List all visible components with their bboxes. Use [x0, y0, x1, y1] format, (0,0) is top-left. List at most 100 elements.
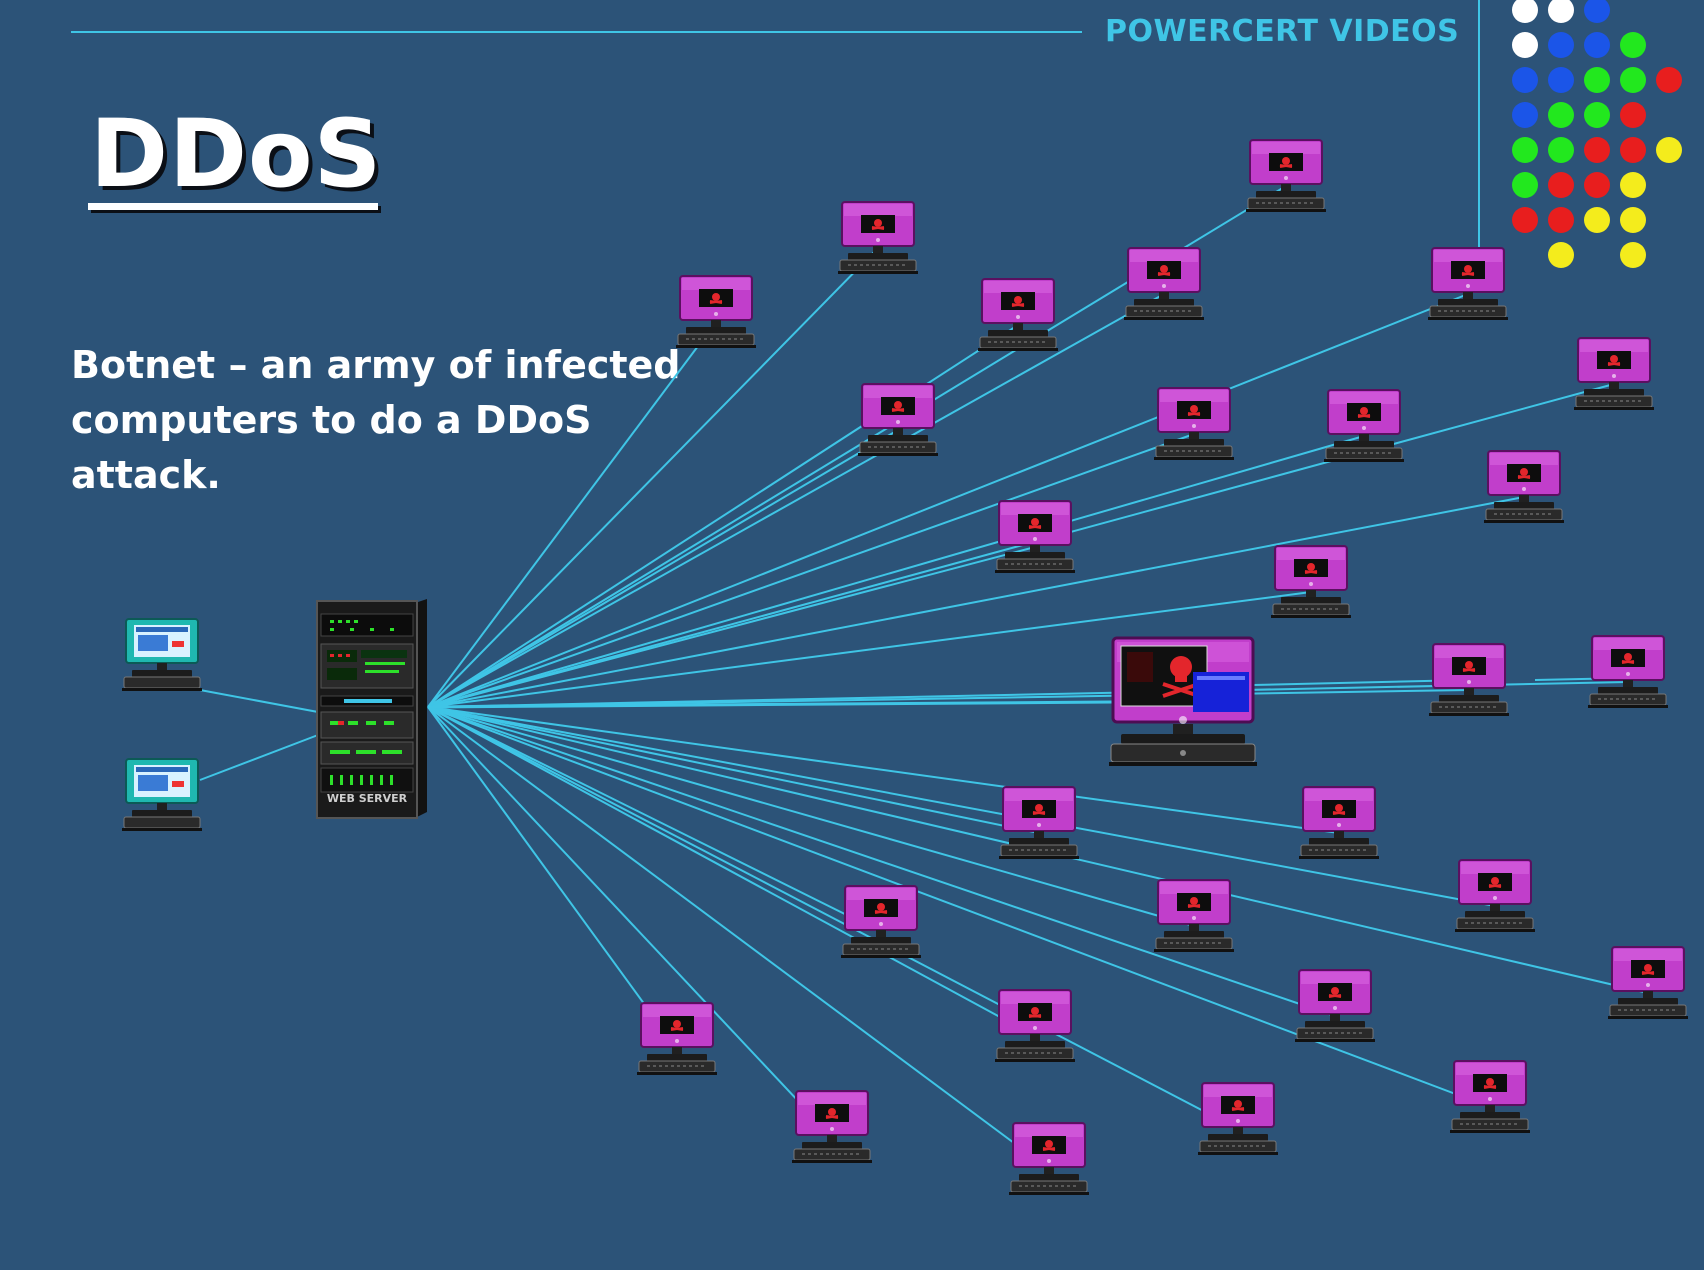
dot-red: [1584, 172, 1610, 198]
attack-link: [427, 706, 1040, 834]
dot-green: [1584, 67, 1610, 93]
dot-red: [1620, 102, 1646, 128]
infected-computer-skull-icon: [1607, 946, 1689, 1020]
infected-computer-skull-icon: [857, 383, 939, 457]
infected-computer-skull-icon: [1587, 635, 1669, 709]
dot-yellow: [1620, 172, 1646, 198]
dot-green: [1548, 137, 1574, 163]
attack-link: [427, 293, 1469, 708]
infected-computer-skull-icon: [1197, 1082, 1279, 1156]
infected-computer-skull-icon: [636, 1002, 718, 1076]
dot-blue: [1584, 0, 1610, 23]
dot-blue: [1584, 32, 1610, 58]
infected-computer-skull-icon: [1483, 450, 1565, 524]
attack-link: [427, 433, 1195, 708]
attack-link: [427, 706, 1036, 1037]
infected-computer-skull-icon: [840, 885, 922, 959]
dot-white: [1512, 32, 1538, 58]
infected-computer-skull-icon: [1008, 1122, 1090, 1196]
attack-link: [427, 706, 882, 933]
dot-yellow: [1548, 242, 1574, 268]
attack-link: [427, 706, 1491, 1108]
attack-link: [427, 591, 1312, 708]
attack-link: [427, 706, 1496, 907]
dot-green: [1620, 67, 1646, 93]
attack-link: [427, 706, 1195, 927]
attack-link: [427, 429, 899, 708]
dot-blue: [1548, 67, 1574, 93]
dot-blue: [1548, 32, 1574, 58]
dot-blue: [1512, 102, 1538, 128]
dot-white: [1512, 0, 1538, 23]
dot-yellow: [1620, 242, 1646, 268]
title-underline: [88, 203, 378, 210]
web-server-rack-icon: WEB SERVER: [316, 599, 427, 819]
infected-computer-skull-icon: [994, 500, 1076, 574]
infected-computer-skull-icon: [1323, 389, 1405, 463]
header-rule: [71, 31, 1082, 33]
infected-computer-skull-icon: [837, 201, 919, 275]
attack-link: [427, 293, 1165, 708]
slide-title: DDoS: [90, 100, 383, 209]
infected-computer-skull-icon: [1428, 643, 1510, 717]
brand-label: POWERCERT VIDEOS: [1105, 14, 1460, 49]
dot-white: [1548, 0, 1574, 23]
attack-link: [427, 496, 1525, 708]
infected-computer-skull-icon: [1245, 139, 1327, 213]
attack-link: [427, 706, 833, 1138]
infected-computer-skull-icon: [998, 786, 1080, 860]
dot-red: [1512, 207, 1538, 233]
dot-green: [1620, 32, 1646, 58]
infected-computer-skull-icon: [1454, 859, 1536, 933]
dot-red: [1620, 137, 1646, 163]
dot-green: [1548, 102, 1574, 128]
infected-computer-skull-icon: [994, 989, 1076, 1063]
web-server-label: WEB SERVER: [327, 792, 408, 805]
client-computer-icon: [121, 618, 203, 692]
attack-link: [427, 706, 1239, 1130]
infected-computer-skull-icon: [675, 275, 757, 349]
attack-link: [427, 546, 1036, 708]
attack-link: [427, 706, 1340, 834]
client-link: [199, 734, 319, 781]
dot-blue: [1512, 67, 1538, 93]
infected-computer-skull-icon: [1427, 247, 1509, 321]
dot-green: [1584, 102, 1610, 128]
client-computer-icon: [121, 758, 203, 832]
dot-red: [1584, 137, 1610, 163]
infected-computer-skull-icon: [1123, 247, 1205, 321]
client-link: [199, 689, 319, 713]
infected-computer-skull-icon: [1298, 786, 1380, 860]
attack-link: [427, 681, 1629, 708]
dot-yellow: [1584, 207, 1610, 233]
attack-link: [427, 435, 1365, 708]
attacker-computer-icon: [1109, 636, 1257, 766]
attack-link: [427, 706, 1336, 1017]
dot-red: [1548, 172, 1574, 198]
attack-link: [427, 321, 717, 708]
dot-green: [1512, 172, 1538, 198]
attack-link: [427, 706, 678, 1050]
infected-computer-skull-icon: [1270, 545, 1352, 619]
attack-link: [427, 706, 1050, 1170]
header-vertical-rule: [1478, 0, 1480, 255]
infected-computer-skull-icon: [1449, 1060, 1531, 1134]
dot-yellow: [1656, 137, 1682, 163]
attack-link: [427, 247, 879, 708]
dot-green: [1512, 137, 1538, 163]
infected-computer-skull-icon: [1294, 969, 1376, 1043]
infected-computer-skull-icon: [1153, 387, 1235, 461]
slide-description: Botnet – an army of infected computers t…: [71, 343, 681, 497]
attack-links: [427, 185, 1649, 1170]
dot-yellow: [1620, 207, 1646, 233]
infected-computer-skull-icon: [1573, 337, 1655, 411]
dot-red: [1656, 67, 1682, 93]
infected-computer-skull-icon: [1153, 879, 1235, 953]
infected-computer-skull-icon: [791, 1090, 873, 1164]
infected-computer-skull-icon: [977, 278, 1059, 352]
client-links: [199, 689, 319, 781]
dot-red: [1548, 207, 1574, 233]
attack-link: [427, 700, 1114, 709]
